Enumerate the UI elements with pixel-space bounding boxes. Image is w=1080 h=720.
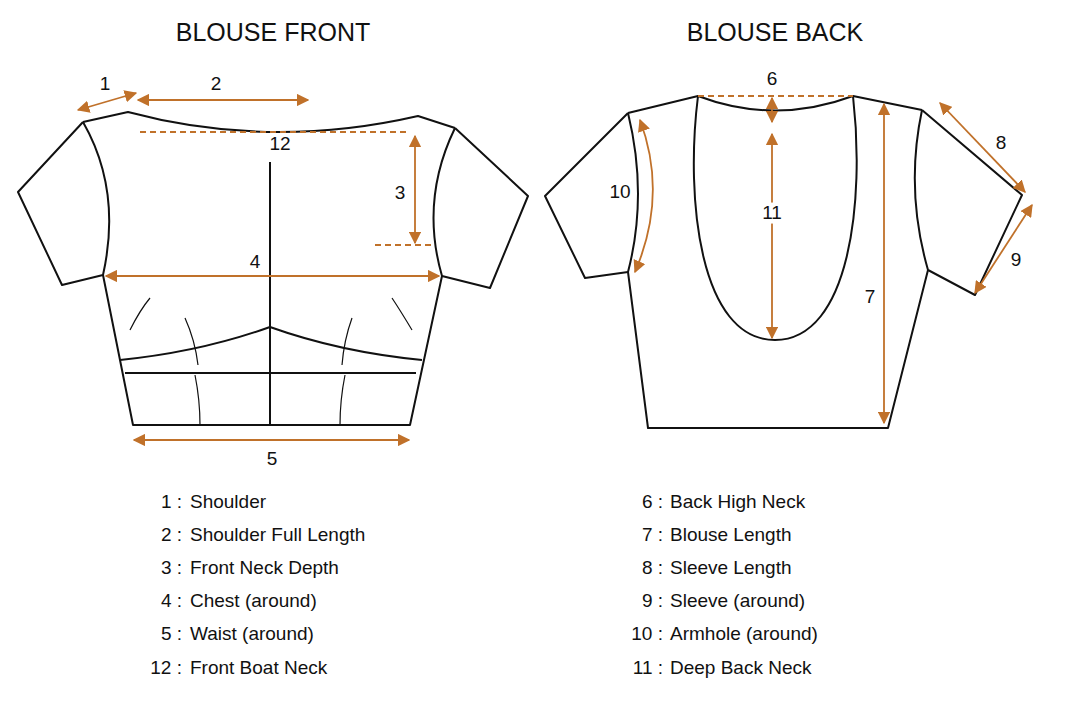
- key-number: 12 :: [150, 658, 182, 679]
- callout-number: 9: [1011, 250, 1022, 271]
- callout-number: 7: [865, 287, 876, 308]
- key-text: Armhole (around): [670, 624, 818, 645]
- front-outline: [18, 112, 528, 425]
- key-text: Sleeve (around): [670, 591, 805, 612]
- key-number: 5 :: [161, 624, 182, 645]
- key-number: 4 :: [161, 591, 182, 612]
- callout-number: 2: [211, 74, 222, 95]
- callout-number: 4: [250, 252, 261, 273]
- measure-arrows: [78, 93, 1032, 440]
- callout-number: 11: [759, 203, 785, 224]
- callout-number: 3: [392, 183, 409, 204]
- key-number: 8 :: [642, 558, 663, 579]
- key-text: Blouse Length: [670, 525, 792, 546]
- key-text: Shoulder: [190, 492, 266, 513]
- view-heading: BLOUSE FRONT: [176, 19, 370, 47]
- key-text: Sleeve Length: [670, 558, 792, 579]
- key-text: Front Boat Neck: [190, 658, 327, 679]
- key-number: 7 :: [642, 525, 663, 546]
- key-text: Back High Neck: [670, 492, 805, 513]
- key-number: 6 :: [642, 492, 663, 513]
- view-heading: BLOUSE BACK: [687, 19, 863, 47]
- key-number: 3 :: [161, 558, 182, 579]
- callout-number: 10: [609, 182, 630, 203]
- key-text: Waist (around): [190, 624, 314, 645]
- key-number: 10 :: [631, 624, 663, 645]
- back-outline: [545, 96, 1022, 428]
- key-text: Chest (around): [190, 591, 317, 612]
- callout-number: 12: [269, 134, 290, 155]
- key-number: 1 :: [161, 492, 182, 513]
- key-text: Front Neck Depth: [190, 558, 339, 579]
- front-darts: [130, 298, 412, 425]
- key-number: 11 :: [633, 658, 663, 679]
- callout-number: 5: [267, 449, 278, 470]
- key-number: 9 :: [642, 591, 663, 612]
- key-text: Shoulder Full Length: [190, 525, 365, 546]
- callout-number: 6: [767, 69, 778, 90]
- callout-number: 8: [996, 133, 1007, 154]
- key-number: 2 :: [161, 525, 182, 546]
- key-text: Deep Back Neck: [670, 658, 812, 679]
- callout-number: 1: [100, 74, 111, 95]
